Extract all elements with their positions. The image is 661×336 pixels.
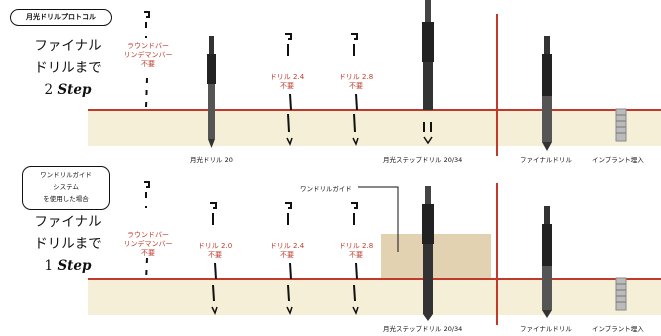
dashed-drill-outline-icon <box>285 202 293 315</box>
row1-gum-line <box>88 109 661 111</box>
row1-note-drill28: ドリル 2.8 不要 <box>331 73 381 91</box>
row1-note-roundbar: ラウンドバー リンデマンバー 不要 <box>113 42 183 69</box>
caption-drill20: 月光ドリル 20 <box>190 156 233 164</box>
dashed-drill-outline-icon <box>144 11 150 109</box>
row2-step: 1 Step <box>13 255 123 277</box>
note-line: 不要 <box>208 251 222 259</box>
note-line: ドリル 2.4 <box>269 242 305 250</box>
row2-step-num: 1 <box>44 258 54 274</box>
row2-title-line2: ドリルまで <box>34 236 102 252</box>
callout-line <box>358 186 399 252</box>
caption-step-drill-row2: 月光ステップドリル 20/34 <box>383 325 463 333</box>
note-line: 不要 <box>141 249 155 257</box>
note-line: ドリル 2.8 <box>338 242 374 250</box>
row2-note-drill20: ドリル 2.0 不要 <box>190 242 240 260</box>
note-line: 不要 <box>141 60 155 68</box>
note-line: ドリル 2.0 <box>197 242 233 250</box>
note-line: リンデマンバー <box>123 51 173 59</box>
badge-line: ワンドリルガイド <box>40 171 92 179</box>
row2-step-word: Step <box>57 258 92 274</box>
note-line: リンデマンバー <box>123 240 173 248</box>
step-drill-icon <box>422 186 434 321</box>
row2-note-drill28: ドリル 2.8 不要 <box>331 242 381 260</box>
note-line: ドリル 2.8 <box>338 73 374 81</box>
row2-gum-line <box>88 278 661 280</box>
step-drill-icon <box>422 0 434 145</box>
caption-step-drill-row1: 月光ステップドリル 20/34 <box>383 156 463 164</box>
row1-title: ファイナル ドリルまで 2 Step <box>13 35 123 101</box>
badge-line: システム <box>53 183 79 191</box>
dashed-drill-outline-icon <box>210 202 218 315</box>
row2-divider <box>496 183 498 325</box>
guide-block <box>381 234 491 278</box>
note-line: ドリル 2.4 <box>269 73 305 81</box>
dashed-drill-outline-icon <box>144 181 150 282</box>
note-line: ラウンドバー <box>127 231 169 239</box>
implant-icon <box>615 108 627 142</box>
dashed-drill-outline-icon <box>351 202 359 315</box>
caption-final-row1: ファイナルドリル <box>520 156 572 164</box>
row1-title-line1: ファイナル <box>34 38 102 54</box>
row2-note-roundbar: ラウンドバー リンデマンバー 不要 <box>113 231 183 258</box>
row1-step-word: Step <box>57 82 92 98</box>
drill-icon <box>207 36 216 148</box>
note-line: 不要 <box>349 251 363 259</box>
implant-icon <box>615 277 627 311</box>
row2-title-line1: ファイナル <box>34 214 102 230</box>
dashed-drill-outline-icon <box>285 33 293 146</box>
note-line: 不要 <box>280 251 294 259</box>
row1-note-drill24: ドリル 2.4 不要 <box>262 73 312 91</box>
protocol-badge: 月光ドリルプロトコル <box>10 9 112 26</box>
note-line: 不要 <box>349 82 363 90</box>
note-line: ラウンドバー <box>127 42 169 50</box>
row1-bone-band <box>88 110 661 146</box>
row1-divider <box>496 14 498 156</box>
drill-icon <box>542 206 552 318</box>
caption-implant-row2: インプラント埋入 <box>592 325 644 333</box>
row1-title-line2: ドリルまで <box>34 60 102 76</box>
row2-note-drill24: ドリル 2.4 不要 <box>262 242 312 260</box>
drill-icon <box>542 36 552 151</box>
caption-implant-row1: インプラント埋入 <box>592 156 644 164</box>
guide-system-badge: ワンドリルガイド システム を使用した場合 <box>22 166 110 210</box>
badge-line: を使用した場合 <box>43 195 89 203</box>
row1-step: 2 Step <box>13 79 123 101</box>
guide-callout-label: ワンドリルガイド <box>300 185 352 193</box>
row2-bone-band <box>88 279 661 315</box>
row2-title: ファイナル ドリルまで 1 Step <box>13 211 123 277</box>
row1-step-num: 2 <box>44 82 54 98</box>
caption-final-row2: ファイナルドリル <box>520 325 572 333</box>
dashed-drill-outline-icon <box>351 33 359 146</box>
note-line: 不要 <box>280 82 294 90</box>
